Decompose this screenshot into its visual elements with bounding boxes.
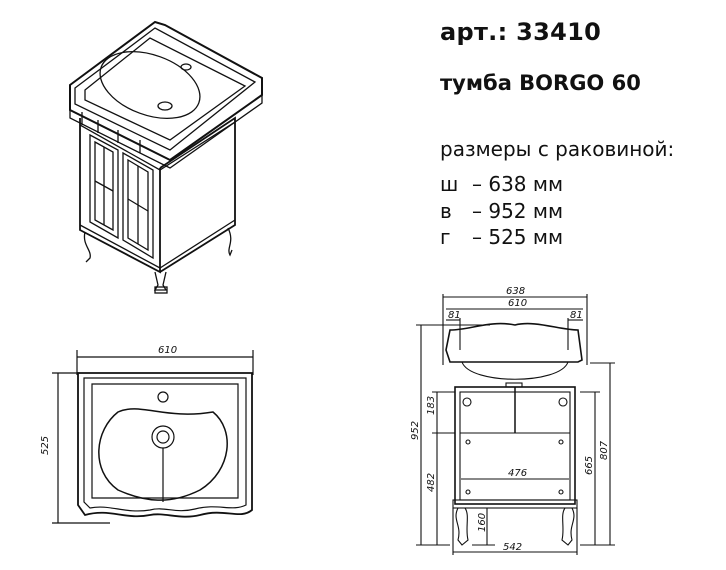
cabinet-height-label: 665 [584, 456, 595, 475]
total-height-label: 952 [410, 421, 421, 440]
top-width-label: 610 [158, 345, 177, 356]
size-value: – 638 мм [472, 172, 564, 196]
size-value: – 952 мм [472, 199, 564, 223]
size-depth-row: г – 525 мм [440, 225, 563, 249]
body-height-label: 807 [599, 440, 610, 460]
leg-height-label: 160 [477, 513, 488, 532]
article-number: арт.: 33410 [440, 18, 602, 46]
sizes-heading: размеры с раковиной: [440, 137, 675, 161]
right-overhang-label: 81 [570, 310, 583, 321]
base-width-label: 542 [503, 542, 522, 553]
upper-height-label: 183 [426, 396, 437, 415]
size-key: в [440, 199, 452, 223]
lower-height-label: 482 [426, 473, 437, 492]
left-overhang-label: 81 [448, 310, 461, 321]
front-overall-width-label: 638 [506, 286, 525, 297]
size-width-row: ш – 638 мм [440, 172, 563, 196]
size-key: ш [440, 172, 459, 196]
front-basin-width-label: 610 [508, 298, 527, 309]
product-name: тумба BORGO 60 [440, 71, 641, 95]
size-key: г [440, 225, 451, 249]
size-value: – 525 мм [472, 225, 564, 249]
size-height-row: в – 952 мм [440, 199, 563, 223]
inner-width-label: 476 [508, 468, 527, 479]
top-depth-label: 525 [40, 436, 51, 455]
